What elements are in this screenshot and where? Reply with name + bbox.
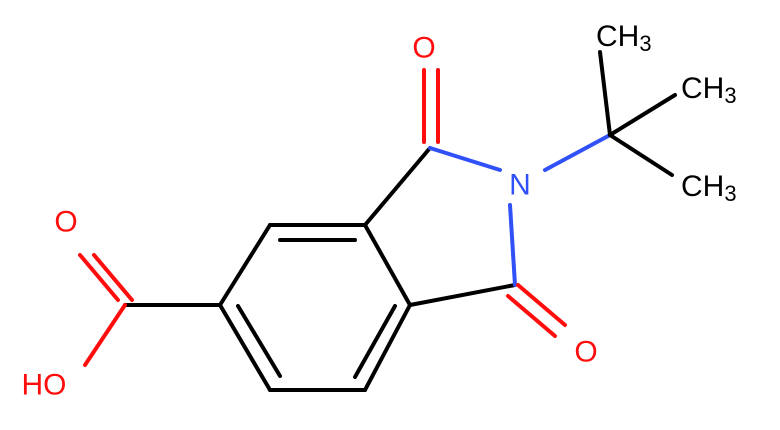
methyl-1-subscript: 3 bbox=[639, 31, 651, 56]
methyl-3-subscript: 3 bbox=[724, 181, 736, 206]
bond-tbutyl-me3 bbox=[608, 133, 674, 177]
atom-o-acid-double: O bbox=[54, 206, 77, 239]
bond-tbutyl-me1 bbox=[598, 50, 612, 137]
bond-ring-3-inner bbox=[353, 304, 397, 379]
tert-butyl-group bbox=[543, 50, 677, 177]
methyl-2-text: CH bbox=[681, 72, 724, 105]
bond-c3-o-b bbox=[506, 294, 557, 338]
benzene-ring bbox=[218, 223, 412, 392]
imide-ring bbox=[363, 146, 517, 307]
bond-ring-5 bbox=[218, 303, 272, 392]
atom-o-bottom: O bbox=[574, 336, 597, 369]
methyl-label-2: CH3 bbox=[681, 72, 737, 108]
bond-c3-o-a bbox=[516, 283, 567, 327]
imide-carbonyls bbox=[422, 68, 567, 338]
methyl-2-subscript: 3 bbox=[724, 83, 736, 108]
bond-cooh-double-a bbox=[78, 253, 120, 302]
bond-c1-top bbox=[363, 146, 432, 227]
carboxylic-acid bbox=[78, 253, 222, 367]
bond-cooh-oh bbox=[83, 303, 127, 367]
bond-c3-n bbox=[508, 203, 517, 287]
methyl-3-text: CH bbox=[681, 170, 724, 203]
bond-n-tbutyl bbox=[543, 133, 612, 172]
bond-cooh-double-b bbox=[92, 253, 134, 302]
bond-ring-6 bbox=[218, 223, 272, 307]
methyl-label-3: CH3 bbox=[681, 170, 737, 206]
bond-ring-3 bbox=[363, 303, 412, 392]
bond-ring-5-inner bbox=[236, 304, 282, 378]
bond-c1-n bbox=[428, 146, 502, 172]
atom-o-top: O bbox=[412, 32, 435, 65]
atom-o-acid-hydroxyl: HO bbox=[22, 369, 67, 402]
bond-c3-bottom bbox=[408, 283, 517, 307]
methyl-1-text: CH bbox=[596, 20, 639, 53]
bond-ring-2 bbox=[363, 223, 412, 307]
bond-tbutyl-me2 bbox=[608, 93, 677, 137]
atom-n-imide: N bbox=[509, 169, 531, 202]
methyl-label-1: CH3 bbox=[596, 20, 652, 56]
